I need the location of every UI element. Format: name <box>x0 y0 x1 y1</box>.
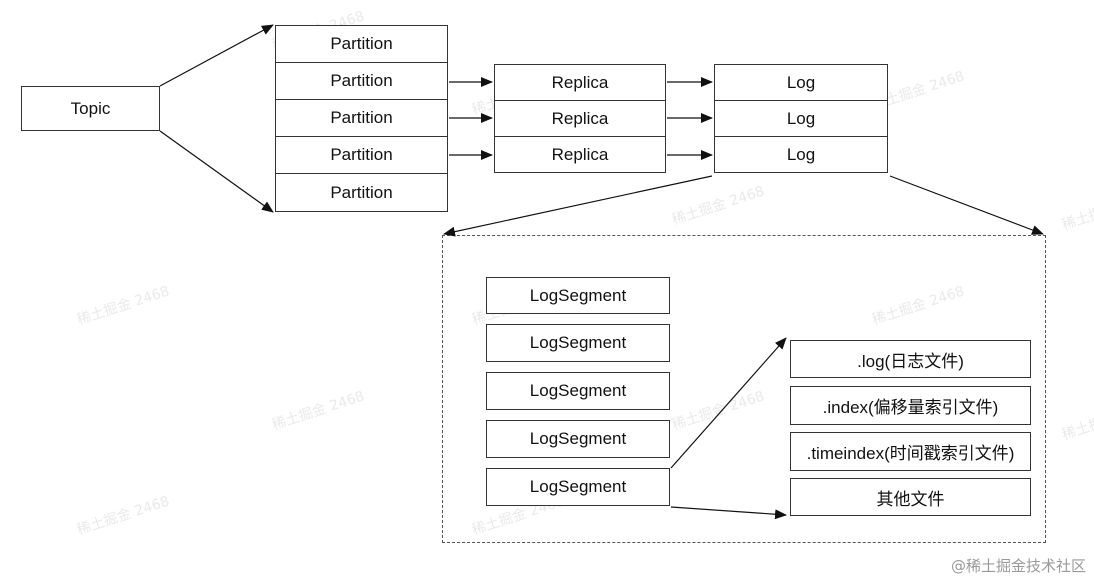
arrow-log-to-detail-right <box>889 175 1044 235</box>
log-box: Log <box>714 64 888 101</box>
partition-label: Partition <box>330 182 393 202</box>
partition-label: Partition <box>330 34 393 53</box>
topic-box: Topic <box>21 86 160 131</box>
log-segment-box: LogSegment <box>486 468 670 506</box>
log-box: Log <box>714 100 888 137</box>
replica-label: Replica <box>551 72 609 92</box>
partition-label: Partition <box>330 108 393 127</box>
file-label: 其他文件 <box>876 489 945 509</box>
watermark: 稀土掘金 2468 <box>1060 188 1094 234</box>
log-label: Log <box>786 144 816 164</box>
file-box: 其他文件 <box>790 478 1031 516</box>
file-box: .log(日志文件) <box>790 340 1031 378</box>
log-segment-label: LogSegment <box>529 429 627 448</box>
replica-box: Replica <box>494 100 666 137</box>
log-segment-label: LogSegment <box>529 285 627 305</box>
file-label: .log(日志文件) <box>857 351 964 371</box>
partition-label: Partition <box>330 145 393 164</box>
log-segment-box: LogSegment <box>486 324 670 362</box>
file-label: .timeindex(时间戳索引文件) <box>806 444 1015 463</box>
arrow-log-to-detail-left <box>443 175 713 237</box>
arrow-topic-to-partition-bottom <box>159 130 274 213</box>
watermark: 稀土掘金 2468 <box>1060 398 1094 444</box>
log-segment-label: LogSegment <box>529 333 627 352</box>
replica-label: Replica <box>551 108 609 128</box>
partition-box: Partition <box>275 173 448 212</box>
replica-box: Replica <box>494 136 666 173</box>
partition-box: Partition <box>275 62 448 100</box>
partition-box: Partition <box>275 99 448 137</box>
topic-label: Topic <box>70 98 111 118</box>
file-box: .timeindex(时间戳索引文件) <box>790 432 1031 471</box>
partition-box: Partition <box>275 25 448 63</box>
partition-label: Partition <box>330 71 393 90</box>
log-box: Log <box>714 136 888 173</box>
file-box: .index(偏移量索引文件) <box>790 386 1031 425</box>
log-label: Log <box>786 72 816 92</box>
log-segment-label: LogSegment <box>529 477 627 496</box>
watermark: 稀土掘金 2468 <box>670 183 767 229</box>
watermark: 稀土掘金 2468 <box>75 493 172 539</box>
file-label: .index(偏移量索引文件) <box>822 398 999 417</box>
log-segment-box: LogSegment <box>486 277 670 314</box>
log-segment-label: LogSegment <box>529 381 627 400</box>
replica-box: Replica <box>494 64 666 101</box>
log-label: Log <box>786 108 816 128</box>
partition-box: Partition <box>275 136 448 174</box>
arrow-topic-to-partition-top <box>159 24 274 87</box>
log-segment-box: LogSegment <box>486 420 670 458</box>
log-segment-box: LogSegment <box>486 372 670 410</box>
watermark: 稀土掘金 2468 <box>75 283 172 329</box>
watermark: 稀土掘金 2468 <box>270 388 367 434</box>
replica-label: Replica <box>551 144 609 164</box>
footer-credit: @稀土掘金技术社区 <box>950 557 1086 575</box>
log-detail-region <box>442 235 1046 543</box>
